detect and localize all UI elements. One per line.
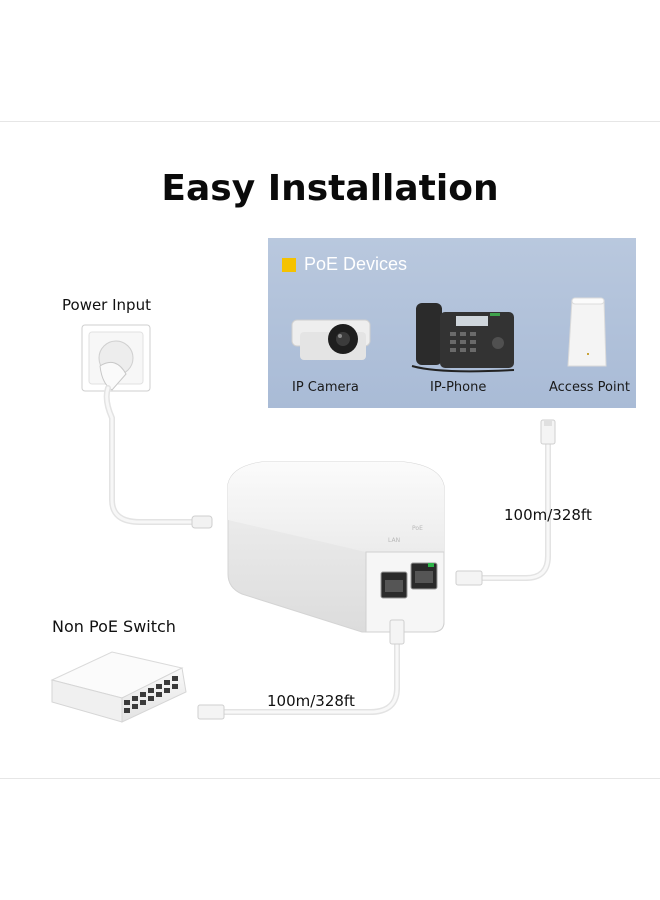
- poe-cable-length-label: 100m/328ft: [504, 506, 592, 524]
- poe-port-label: PoE: [412, 525, 423, 532]
- poe-injector-device: LAN PoE: [227, 461, 445, 633]
- ip-camera-icon: [291, 319, 371, 360]
- power-outlet-icon: [81, 324, 151, 392]
- rj45-plug-lan: [389, 619, 405, 645]
- access-point-icon: [567, 297, 607, 367]
- poe-devices-legend: PoE Devices: [282, 254, 407, 275]
- ip-phone-icon: [411, 303, 515, 373]
- rj45-plug-switch: [197, 704, 225, 720]
- power-cable: [103, 385, 195, 525]
- lan-port-label: LAN: [388, 537, 400, 544]
- legend-swatch: [282, 257, 296, 272]
- switch-cable-length-label: 100m/328ft: [267, 692, 355, 710]
- non-poe-switch-label: Non PoE Switch: [52, 617, 176, 636]
- page-title: Easy Installation: [161, 168, 499, 209]
- ip-camera-label: IP Camera: [292, 380, 359, 395]
- dc-plug: [191, 515, 213, 529]
- rj45-plug-injector: [455, 570, 483, 586]
- legend-label: PoE Devices: [304, 254, 408, 274]
- ip-phone-label: IP-Phone: [430, 380, 487, 395]
- network-switch-icon: [50, 651, 187, 723]
- top-divider: [0, 121, 660, 122]
- access-point-label: Access Point: [549, 380, 630, 395]
- bottom-divider: [0, 778, 660, 779]
- power-input-label: Power Input: [62, 296, 151, 314]
